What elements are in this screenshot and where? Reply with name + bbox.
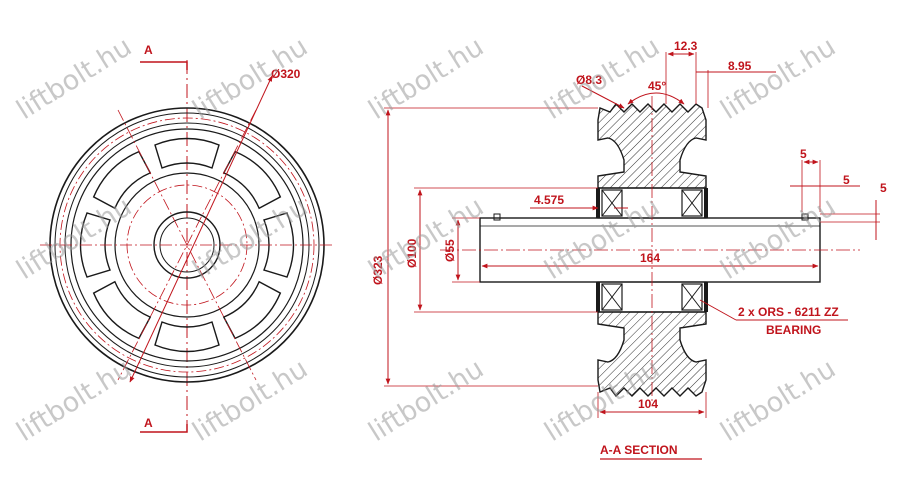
section-view: Ø323 Ø100 Ø55 164 104 4.575 12.3 8.95 [371, 39, 887, 460]
offset-label: 4.575 [534, 193, 564, 207]
bearing-label: BEARING [766, 323, 821, 337]
width-label: 104 [638, 397, 658, 411]
watermark: liftbolt.hu [363, 353, 489, 448]
shaft-length-label: 164 [640, 251, 660, 265]
section-title: A-A SECTION [600, 443, 678, 457]
watermark: liftbolt.hu [363, 31, 489, 126]
key-dim-a: 5 [800, 147, 807, 161]
watermark-layer: liftbolt.hu liftbolt.hu liftbolt.hu lift… [11, 31, 841, 448]
lower-wheel-section [596, 281, 708, 398]
rope-dia-label: Ø8.3 [576, 73, 602, 87]
watermark: liftbolt.hu [11, 353, 137, 448]
groove-pitch-label: 12.3 [674, 39, 698, 53]
watermark: liftbolt.hu [187, 191, 313, 286]
diameter-label: Ø320 [271, 67, 301, 81]
watermark: liftbolt.hu [715, 191, 841, 286]
overall-dia-label: Ø323 [371, 255, 385, 285]
shaft-dia-label: Ø55 [443, 239, 457, 262]
watermark: liftbolt.hu [715, 31, 841, 126]
key-dim-b: 5 [843, 173, 850, 187]
hub-dia-label: Ø100 [405, 238, 419, 268]
angle-label: 45° [648, 79, 666, 93]
watermark: liftbolt.hu [715, 353, 841, 448]
watermark: liftbolt.hu [363, 191, 489, 286]
bearing-note: 2 x ORS - 6211 ZZ [738, 305, 839, 319]
key-dim-c: 5 [880, 181, 887, 195]
groove-depth-label: 8.95 [728, 59, 752, 73]
front-view: A A Ø320 [40, 43, 334, 433]
section-marker-bottom: A [144, 416, 153, 430]
section-marker-top: A [144, 43, 153, 57]
watermark: liftbolt.hu [11, 31, 137, 126]
